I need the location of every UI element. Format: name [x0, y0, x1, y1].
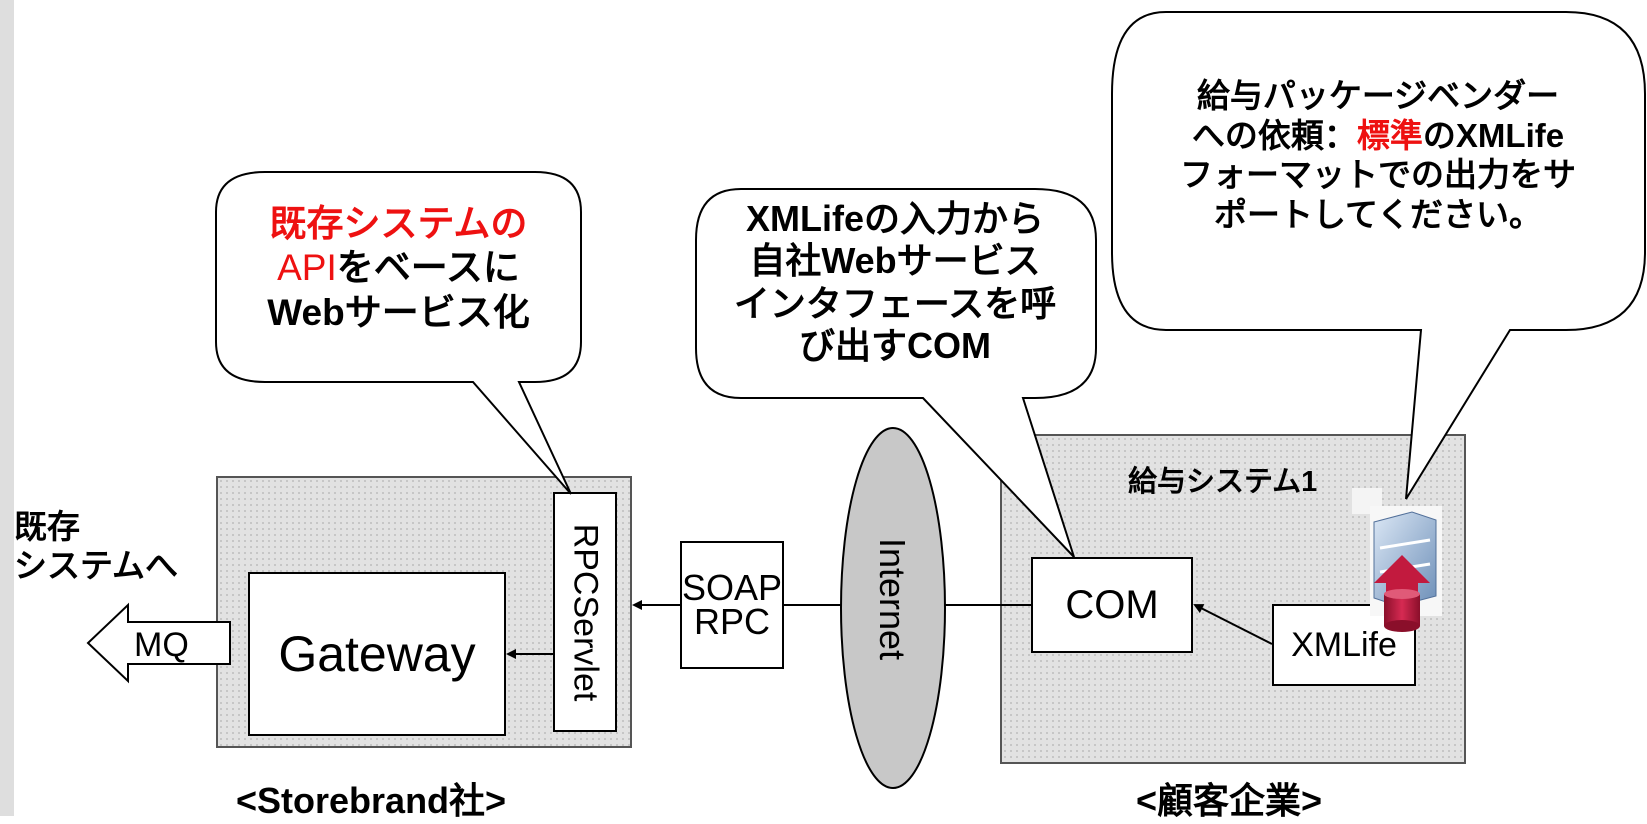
soap-label: SOAP: [681, 566, 783, 608]
callout-api-line2: APIをベースに: [222, 246, 575, 290]
callout-com-line3: インタフェースを呼: [733, 282, 1057, 324]
com-label: COM: [1065, 582, 1159, 627]
callout-vendor-bubble: [1111, 11, 1646, 500]
existing-system-label: 既存 システムへ: [14, 508, 178, 586]
existing-system-line2: システムへ: [14, 546, 179, 584]
arrow-xmlife-to-com: [1193, 604, 1273, 645]
mq-label: MQ: [134, 626, 189, 664]
internet-label: Internet: [872, 538, 913, 660]
callout-api-line3: Webサービス化: [267, 291, 530, 333]
callout-api-line2-rest: をベースに: [336, 247, 520, 289]
gateway-label: Gateway: [278, 626, 476, 682]
payroll-system-title: 給与システム1: [1128, 466, 1318, 498]
callout-vendor-line2-pre: への依頼：: [1191, 116, 1357, 154]
storebrand-caption: <Storebrand社>: [236, 780, 507, 821]
mq-arrow: [86, 602, 231, 684]
callout-api-red-text: API: [277, 247, 337, 289]
callout-api-bubble: [215, 171, 582, 495]
internet-ellipse: [840, 427, 946, 789]
callout-com-text: XMLifeの入力から 自社Webサービス インタフェースを呼 び出すCOM: [700, 198, 1090, 368]
callout-vendor-red-text: 標準: [1356, 116, 1423, 154]
existing-system-line1: 既存: [14, 508, 80, 545]
callout-vendor-line3: フォーマットでの出力をサ: [1180, 156, 1576, 194]
callout-com-line1: XMLifeの入力から: [745, 198, 1044, 239]
left-edge-bar: [0, 0, 14, 816]
callout-vendor-line1: 給与パッケージベンダー: [1196, 77, 1560, 114]
callout-vendor-line4: ポートしてください。: [1213, 195, 1543, 233]
com-box: COM: [1031, 557, 1193, 653]
gateway-box: Gateway: [248, 572, 506, 736]
rpc-label: RPC: [693, 601, 770, 642]
rpcservlet-box: RPCServlet: [553, 492, 617, 732]
callout-vendor-line2-post: のXMLife: [1422, 116, 1565, 154]
customer-caption: <顧客企業>: [1136, 780, 1323, 821]
callout-vendor-line2: への依頼：標準のXMLife: [1118, 116, 1638, 156]
callout-api-line1: 既存システムの: [269, 203, 528, 244]
callout-api-text: 既存システムの APIをベースに Webサービス化: [222, 202, 575, 335]
payroll-package-icon: [1352, 488, 1442, 632]
callout-com-bubble: [695, 188, 1097, 558]
soap-rpc-box: SOAP RPC: [680, 541, 784, 669]
callout-com-line2: 自社Webサービス: [749, 240, 1041, 282]
callout-com-line4: び出すCOM: [799, 325, 991, 367]
xmlife-label: XMLife: [1291, 625, 1397, 664]
callout-vendor-text: 給与パッケージベンダー への依頼：標準のXMLife フォーマットでの出力をサ …: [1118, 76, 1638, 234]
